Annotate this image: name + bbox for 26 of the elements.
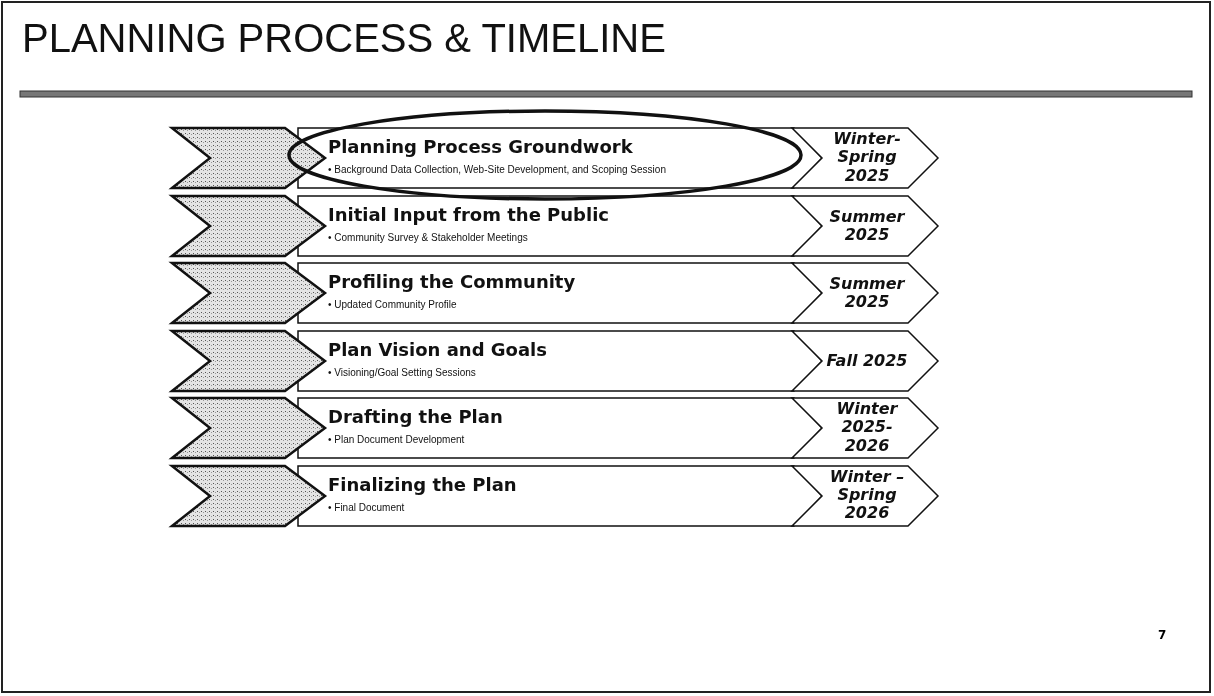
- phase-detail: • Background Data Collection, Web-Site Development, and Scoping Session: [328, 164, 666, 175]
- phase-title: Plan Vision and Goals: [328, 338, 547, 360]
- phase-title: Profiling the Community: [328, 271, 576, 292]
- date-chevron: [792, 128, 938, 188]
- phase-detail: • Community Survey & Stakeholder Meetings: [328, 231, 528, 243]
- phase-title: Planning Process Groundwork: [328, 136, 633, 157]
- phase-title: Finalizing the Plan: [328, 473, 517, 495]
- date-chevron: [792, 195, 938, 256]
- phase-title: Drafting the Plan: [328, 406, 503, 427]
- date-chevron: [792, 465, 938, 526]
- timeframe-text: Summer 2025: [828, 274, 906, 312]
- phase-detail: • Updated Community Profile: [328, 299, 457, 310]
- phase-detail: • Plan Document Development: [328, 434, 465, 445]
- page-number: 7: [1158, 628, 1167, 642]
- phase-title: Initial Input from the Public: [328, 203, 609, 225]
- date-chevron: [792, 330, 938, 391]
- date-chevron: [792, 398, 938, 458]
- timeframe-text: Winter-Spring 2025: [832, 130, 902, 186]
- timeframe-text: Winter 2025- 2026: [835, 400, 899, 456]
- date-chevron: [792, 263, 938, 323]
- timeframe-text: Summer 2025: [828, 207, 906, 244]
- timeframe-text: Winter – Spring 2026: [828, 467, 906, 524]
- slide-title: PLANNING PROCESS & TIMELINE: [22, 16, 666, 61]
- phase-detail: • Final Document: [328, 501, 405, 513]
- phase-detail: • Visioning/Goal Setting Sessions: [328, 366, 476, 378]
- timeframe-text: Fall 2025: [825, 351, 909, 370]
